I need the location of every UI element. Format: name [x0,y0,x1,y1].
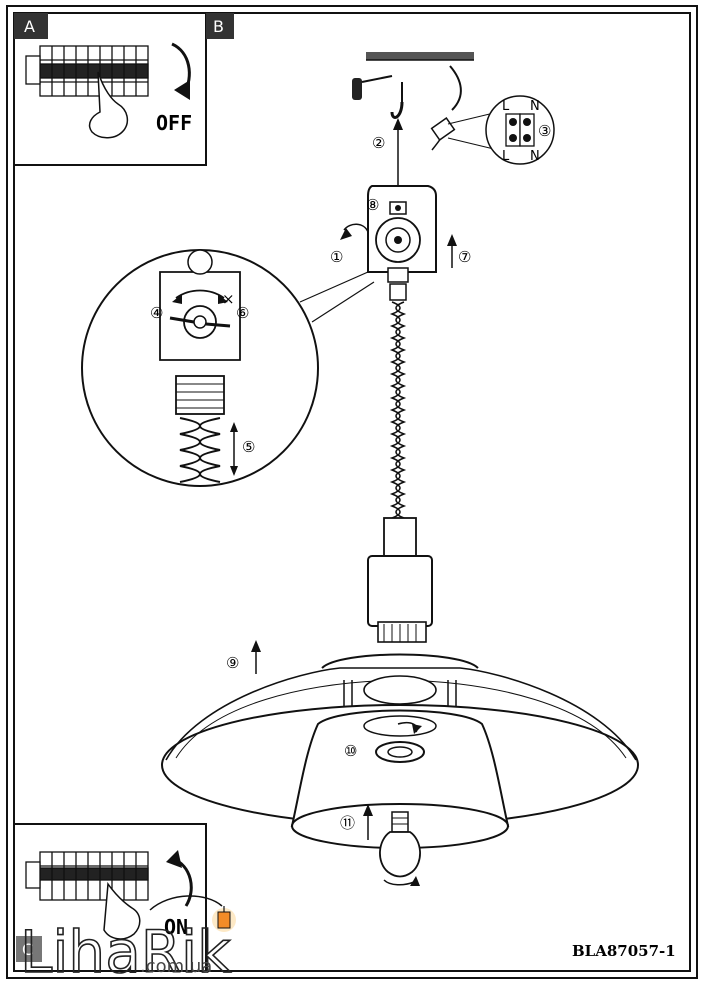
panel-c-switch-on: ON C [13,823,207,972]
drill-icon [352,75,393,100]
callout-5: ⑤ [242,438,255,456]
terminal-l-bottom: L [502,149,510,164]
canopy [367,185,437,301]
callout-2: ② [372,134,385,152]
callout-1: ① [330,248,343,266]
watermark: LihaRik .com.ua [19,895,236,987]
inner-glass [290,709,510,849]
ceiling-hook-icon [390,82,404,119]
lamp-socket [375,721,425,763]
inner-frame [13,12,691,972]
coiled-cord [389,301,407,519]
callout-8: ⑧ [366,196,379,214]
breaker-rail-on [25,851,149,901]
callout-11: ⑪ [340,814,355,832]
terminal-n-bottom: N [530,149,540,164]
callout-7: ⑦ [458,248,471,266]
step-a-label: A [24,17,35,36]
hand-icon [88,71,129,139]
terminal-n-top: N [530,99,540,114]
watermark-domain: .com.ua [140,956,212,977]
on-label: ON [164,915,188,939]
step-c-label: C [22,940,33,959]
callout-3: ③ [538,122,551,140]
outer-frame [6,5,698,979]
cord-sleeve [367,517,433,643]
callout-10: ⑩ [344,742,357,760]
lantern-icon [212,906,236,932]
watermark-name: LihaRik [20,918,231,986]
hand-on-icon [103,881,141,940]
callout-4: ④ [150,304,163,322]
terminal-block: L N L N [430,95,555,165]
callout-6: ⑥ [236,304,249,322]
detail-magnifier: × [81,249,375,487]
light-bulb-icon [379,811,421,886]
rotate-arrow-icon [343,223,369,233]
mains-cable [449,65,462,111]
ceiling [366,52,474,61]
terminal-l-top: L [502,99,510,114]
cross-mark: × [222,290,235,308]
callout-9: ⑨ [226,654,239,672]
step-b-label: B [213,17,224,36]
panel-a-switch-off: A OFF [13,12,207,166]
off-label: OFF [156,111,192,135]
breaker-rail [25,45,149,97]
model-code: BLA87057-1 [572,942,676,960]
